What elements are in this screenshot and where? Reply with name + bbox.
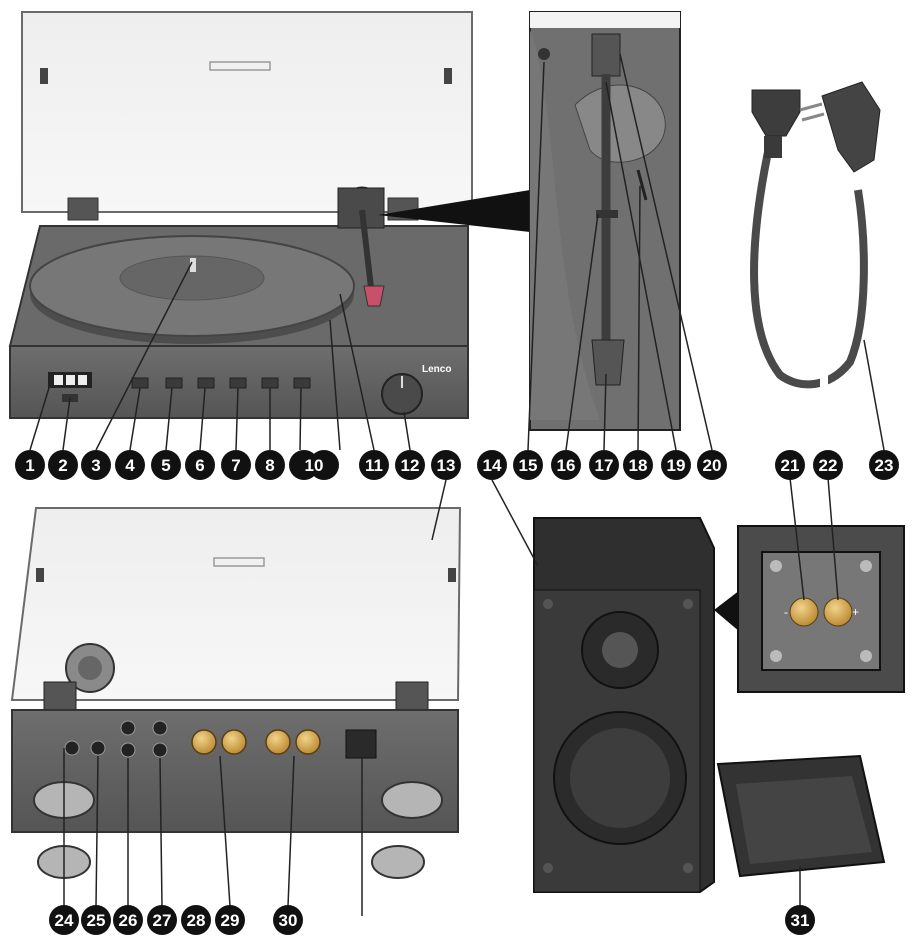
callout-20: 20	[697, 450, 727, 480]
terminal-plus-label: +	[852, 605, 859, 619]
svg-text:27: 27	[153, 911, 172, 930]
svg-text:15: 15	[519, 456, 538, 475]
svg-text:8: 8	[265, 456, 274, 475]
callout-26: 26	[113, 905, 143, 935]
tonearm	[337, 186, 385, 307]
turntable-rear-view	[10, 507, 462, 879]
svg-text:16: 16	[557, 456, 576, 475]
svg-text:11: 11	[365, 456, 383, 475]
callout-23: 23	[869, 450, 899, 480]
callout-6: 6	[185, 450, 215, 480]
callout-22: 22	[813, 450, 843, 480]
callout-4: 4	[115, 450, 145, 480]
speaker	[533, 517, 740, 893]
turntable-front-view: Lenco	[8, 11, 530, 419]
svg-text:21: 21	[781, 456, 800, 475]
callout-24: 24	[49, 905, 79, 935]
speaker-grille	[716, 754, 886, 878]
callout-numbers: 1 2 3 4 5 6 7 8 10 11 12 13 14 15 16 17 …	[15, 450, 899, 935]
svg-text:25: 25	[87, 911, 106, 930]
callout-25: 25	[81, 905, 111, 935]
svg-text:6: 6	[195, 456, 204, 475]
dust-cover	[21, 11, 473, 213]
callout-10: 10	[289, 450, 339, 480]
callout-16: 16	[551, 450, 581, 480]
callout-14: 14	[477, 450, 507, 480]
callout-31: 31	[785, 905, 815, 935]
brand-logo: Lenco	[422, 364, 451, 375]
svg-text:28: 28	[187, 911, 206, 930]
callout-15: 15	[513, 450, 543, 480]
svg-text:26: 26	[119, 911, 138, 930]
svg-text:30: 30	[279, 911, 298, 930]
callout-2: 2	[48, 450, 78, 480]
svg-text:20: 20	[703, 456, 722, 475]
callout-5: 5	[151, 450, 181, 480]
dust-cover	[10, 507, 462, 701]
svg-text:23: 23	[875, 456, 894, 475]
callout-8: 8	[255, 450, 285, 480]
svg-text:13: 13	[437, 456, 456, 475]
callout-19: 19	[661, 450, 691, 480]
svg-text:29: 29	[221, 911, 240, 930]
svg-text:10: 10	[305, 456, 324, 475]
svg-text:2: 2	[58, 456, 67, 475]
callout-30: 30	[273, 905, 303, 935]
svg-text:22: 22	[819, 456, 838, 475]
speaker-terminals	[191, 729, 321, 755]
svg-text:12: 12	[401, 456, 420, 475]
callout-13: 13	[431, 450, 461, 480]
svg-text:3: 3	[91, 456, 100, 475]
callout-12: 12	[395, 450, 425, 480]
callout-29: 29	[215, 905, 245, 935]
leader-lines	[29, 53, 885, 916]
svg-text:31: 31	[791, 911, 810, 930]
callout-28: 28	[181, 905, 211, 935]
callout-3: 3	[81, 450, 111, 480]
terminal-minus-label: -	[784, 605, 788, 619]
callout-7: 7	[221, 450, 251, 480]
callout-21: 21	[775, 450, 805, 480]
callout-18: 18	[623, 450, 653, 480]
callout-11: 11	[359, 450, 389, 480]
ac-inlet	[345, 729, 377, 759]
svg-text:1: 1	[25, 456, 34, 475]
svg-text:18: 18	[629, 456, 648, 475]
callout-17: 17	[589, 450, 619, 480]
svg-text:7: 7	[231, 456, 240, 475]
volume-knob	[381, 373, 423, 415]
svg-text:24: 24	[55, 911, 74, 930]
svg-text:5: 5	[161, 456, 170, 475]
callout-1: 1	[15, 450, 45, 480]
power-cord	[750, 81, 881, 389]
platter	[29, 235, 355, 344]
svg-text:4: 4	[125, 456, 135, 475]
svg-text:14: 14	[483, 456, 502, 475]
speaker-terminal-detail: - +	[737, 525, 905, 693]
callout-27: 27	[147, 905, 177, 935]
rear-jacks	[64, 720, 168, 758]
svg-text:17: 17	[595, 456, 614, 475]
svg-text:19: 19	[667, 456, 686, 475]
tonearm-detail-view	[529, 11, 681, 431]
